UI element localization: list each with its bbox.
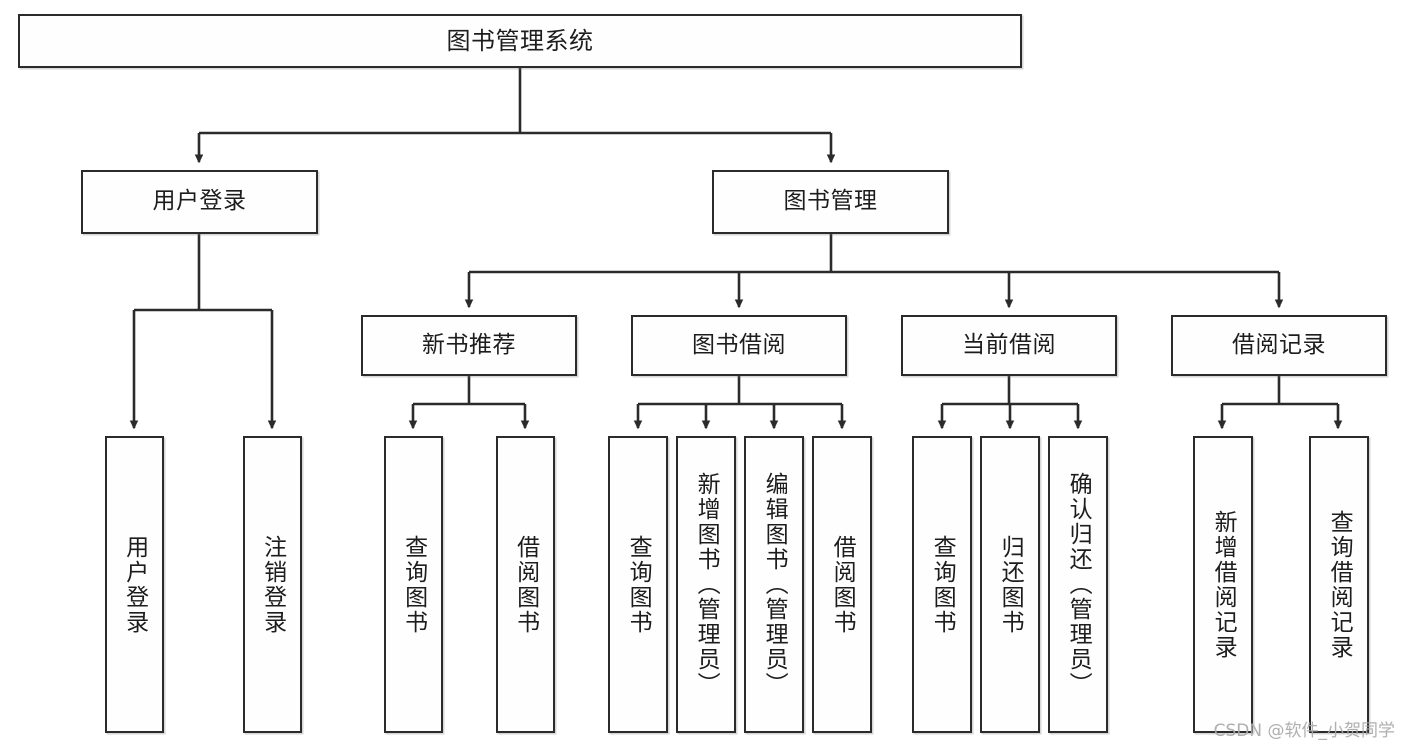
node-leaf-add-record[interactable]: 新增借阅记录 — [1193, 436, 1253, 733]
node-leaf-logout[interactable]: 注销登录 — [243, 436, 302, 733]
node-leaf-logout-label: 注销登录 — [259, 534, 286, 635]
node-leaf-query-book-a[interactable]: 查询图书 — [384, 436, 443, 733]
node-leaf-return-book-label: 归还图书 — [997, 534, 1024, 635]
node-root-label: 图书管理系统 — [446, 26, 594, 55]
node-leaf-query-book-b[interactable]: 查询图书 — [608, 436, 668, 733]
node-user-login[interactable]: 用户登录 — [81, 170, 318, 234]
node-current-borrow[interactable]: 当前借阅 — [901, 315, 1117, 376]
node-book-borrow-label: 图书借阅 — [692, 331, 786, 358]
node-leaf-borrow-book-b-label: 借阅图书 — [829, 534, 856, 635]
node-leaf-confirm-return-label: 确认归还（管理员） — [1065, 472, 1092, 697]
node-borrow-record-label: 借阅记录 — [1232, 331, 1326, 358]
node-leaf-borrow-book-a[interactable]: 借阅图书 — [496, 436, 555, 733]
node-leaf-borrow-book-b[interactable]: 借阅图书 — [812, 436, 872, 733]
node-book-borrow[interactable]: 图书借阅 — [631, 315, 847, 376]
node-leaf-user-login-label: 用户登录 — [121, 534, 148, 635]
node-leaf-add-book-label: 新增图书（管理员） — [693, 472, 720, 697]
node-leaf-query-book-c-label: 查询图书 — [929, 534, 956, 635]
node-new-book-rec-label: 新书推荐 — [422, 331, 516, 358]
node-leaf-edit-book[interactable]: 编辑图书（管理员） — [744, 436, 804, 733]
node-leaf-query-record[interactable]: 查询借阅记录 — [1309, 436, 1369, 733]
node-root[interactable]: 图书管理系统 — [18, 14, 1022, 68]
node-leaf-query-record-label: 查询借阅记录 — [1326, 509, 1353, 660]
node-leaf-add-book[interactable]: 新增图书（管理员） — [676, 436, 736, 733]
node-leaf-edit-book-label: 编辑图书（管理员） — [761, 472, 788, 697]
node-leaf-query-book-c[interactable]: 查询图书 — [912, 436, 972, 733]
node-current-borrow-label: 当前借阅 — [962, 331, 1056, 358]
node-leaf-confirm-return[interactable]: 确认归还（管理员） — [1048, 436, 1108, 733]
node-leaf-user-login[interactable]: 用户登录 — [105, 436, 164, 733]
node-book-manage[interactable]: 图书管理 — [712, 170, 949, 234]
node-leaf-add-record-label: 新增借阅记录 — [1210, 509, 1237, 660]
node-leaf-return-book[interactable]: 归还图书 — [980, 436, 1040, 733]
node-leaf-query-book-a-label: 查询图书 — [400, 534, 427, 635]
node-user-login-label: 用户登录 — [152, 188, 247, 215]
node-leaf-borrow-book-a-label: 借阅图书 — [512, 534, 539, 635]
node-leaf-query-book-b-label: 查询图书 — [625, 534, 652, 635]
node-borrow-record[interactable]: 借阅记录 — [1171, 315, 1387, 376]
csdn-watermark: CSDN @软件_小贺同学 — [1213, 721, 1395, 741]
node-new-book-rec[interactable]: 新书推荐 — [361, 315, 577, 376]
node-book-manage-label: 图书管理 — [783, 188, 878, 215]
